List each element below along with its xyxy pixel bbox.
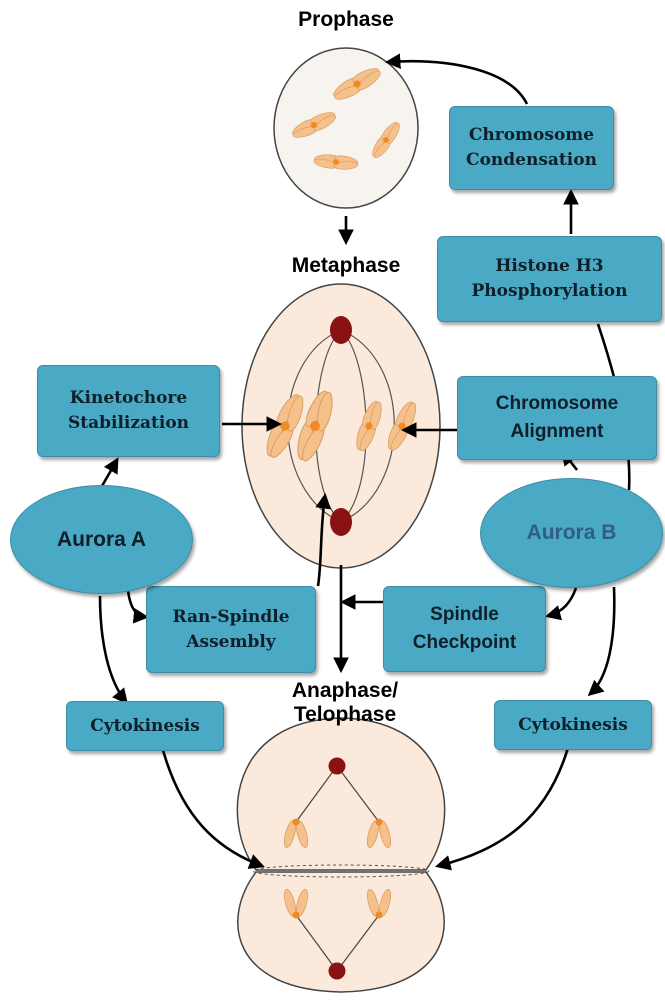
cytokinesis-left-box: Cytokinesis	[66, 701, 224, 751]
kinetochore-stabilization-box: Kinetochore Stabilization	[37, 365, 220, 457]
histone-h3-phosphorylation-box: Histone H3 Phosphorylation	[437, 236, 662, 322]
aurora-b-ellipse: Aurora B	[480, 478, 663, 588]
cytokinesis-right-box: Cytokinesis	[494, 700, 652, 750]
ran-spindle-assembly-box: Ran-Spindle Assembly	[146, 586, 316, 673]
aurora-a-label: Aurora A	[57, 528, 146, 552]
centrosome-bottom	[330, 508, 352, 536]
ran-spindle-label: Ran-Spindle Assembly	[172, 605, 289, 654]
cytokinesis-right-label: Cytokinesis	[518, 713, 628, 738]
aurora-b-label: Aurora B	[527, 521, 617, 545]
spindle-checkpoint-box: Spindle Checkpoint	[383, 586, 546, 672]
prophase-label: Prophase	[276, 8, 416, 32]
anaphase-label-line2: Telophase	[270, 703, 420, 727]
chromosome-condensation-box: Chromosome Condensation	[449, 106, 614, 190]
histone-h3-label: Histone H3 Phosphorylation	[472, 254, 628, 303]
spindle-checkpoint-label: Spindle Checkpoint	[413, 601, 516, 656]
chromosome-alignment-label: Chromosome Alignment	[496, 390, 618, 445]
metaphase-label: Metaphase	[276, 254, 416, 278]
aurora-a-ellipse: Aurora A	[10, 485, 193, 594]
centrosome-top	[330, 316, 352, 344]
chromosome-condensation-label: Chromosome Condensation	[466, 123, 597, 172]
chromosome-alignment-box: Chromosome Alignment	[457, 376, 657, 460]
anaphase-label-line1: Anaphase/	[270, 679, 420, 703]
anaphase-telophase-label: Anaphase/ Telophase	[270, 679, 420, 726]
cytokinesis-left-label: Cytokinesis	[90, 714, 200, 739]
kinetochore-label: Kinetochore Stabilization	[68, 386, 189, 435]
telophase-upper-cell	[237, 718, 444, 870]
